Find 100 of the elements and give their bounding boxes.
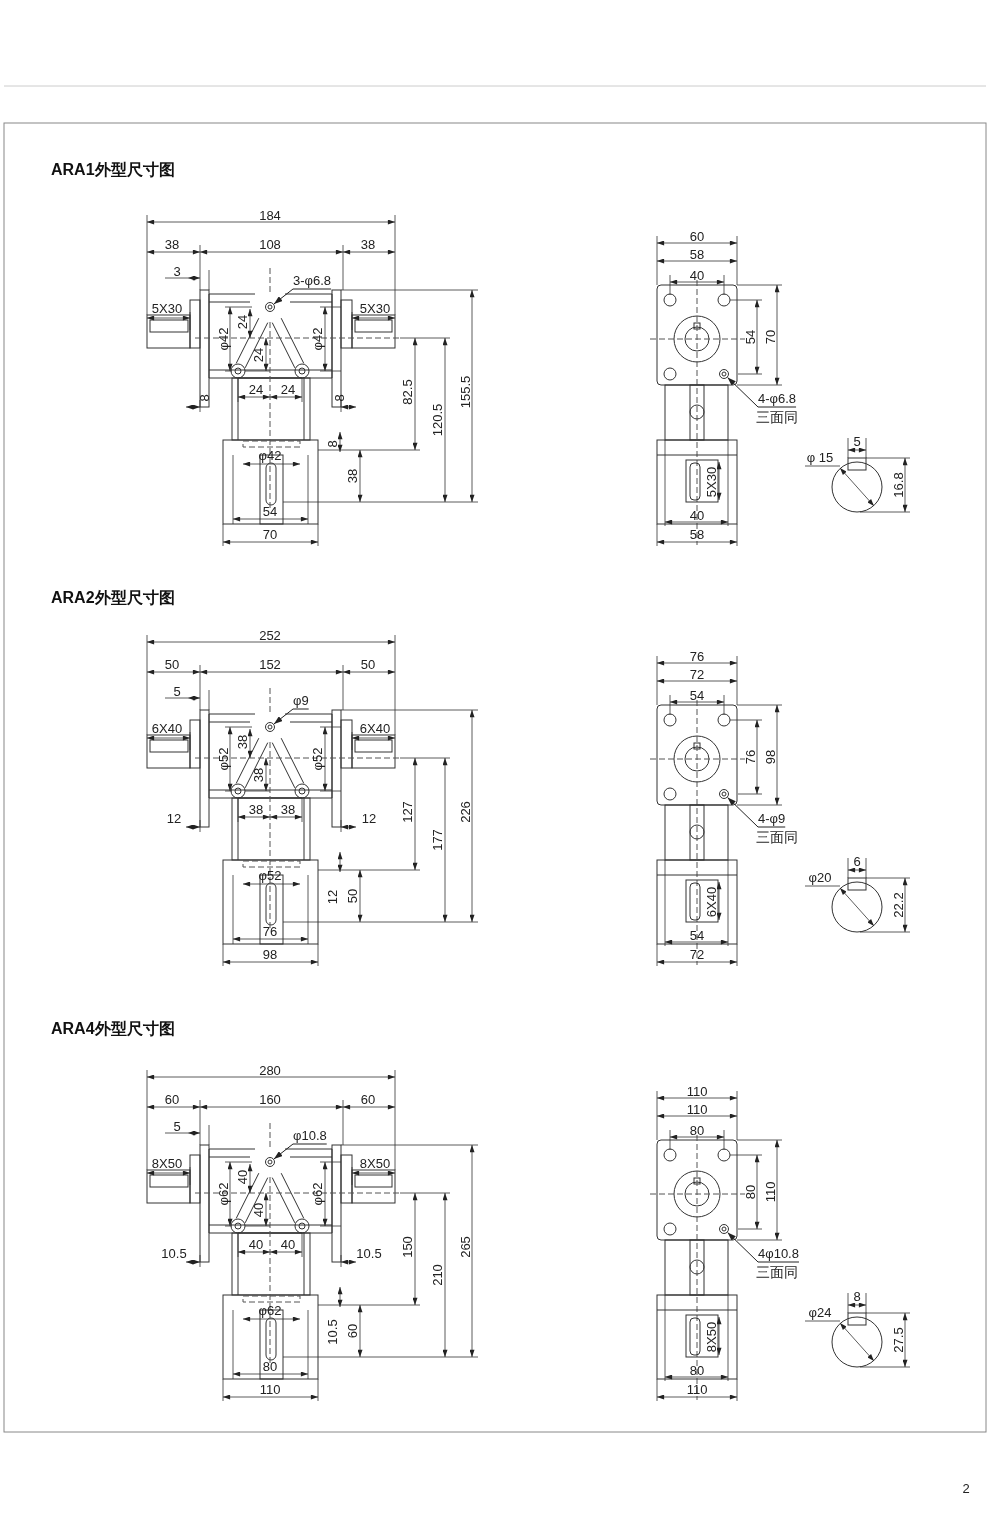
dimension-value: 110 xyxy=(259,1382,281,1396)
dimension-value: 72 xyxy=(689,667,705,681)
hole-spec-text: φ9 xyxy=(293,693,309,708)
dimension-value: 184 xyxy=(259,208,281,222)
section-title: ARA1外型尺寸图 xyxy=(51,162,175,178)
section-title: ARA4外型尺寸图 xyxy=(51,1021,175,1037)
dimension-value: 60 xyxy=(360,1092,376,1106)
hole-spec-text: 4-φ6.8 xyxy=(758,391,797,406)
hole-spec-text: φ10.8 xyxy=(293,1128,327,1143)
dimension-value: 110 xyxy=(686,1084,708,1098)
dimension-value: 38 xyxy=(280,802,296,816)
dimension-value: 70 xyxy=(262,527,278,541)
dimension-value: 80 xyxy=(743,1184,757,1200)
dimension-value: 80 xyxy=(689,1363,705,1377)
dimension-value: 5X30 xyxy=(704,466,718,498)
dimension-value: 24 xyxy=(248,382,264,396)
dimension-value: 8 xyxy=(853,1289,861,1303)
dimension-value: 155.5 xyxy=(458,375,472,409)
dimension-value: φ62 xyxy=(216,1182,230,1206)
dimension-value: 38 xyxy=(345,468,359,484)
note-text: 三面同 xyxy=(756,1265,798,1279)
hole-spec-text: 4φ10.8 xyxy=(758,1246,799,1261)
dimension-value: 210 xyxy=(430,1264,444,1286)
dimension-value: 98 xyxy=(262,947,278,961)
dimension-value: 38 xyxy=(164,237,180,251)
dimension-value: 10.5 xyxy=(161,1246,187,1260)
dimension-value: 50 xyxy=(164,657,180,671)
dimension-value: 110 xyxy=(686,1382,708,1396)
dimension-value: φ62 xyxy=(310,1182,324,1206)
dimension-value: 5 xyxy=(173,684,181,698)
mounting-hole xyxy=(265,1157,275,1167)
dimension-value: 58 xyxy=(689,527,705,541)
mounting-hole xyxy=(719,369,729,379)
dimension-value: 54 xyxy=(689,928,705,942)
dimension-value: φ20 xyxy=(808,870,832,884)
dimension-value: 108 xyxy=(259,237,281,251)
dimension-value: 12 xyxy=(325,889,339,905)
dimension-value: 8 xyxy=(325,440,339,448)
mounting-hole xyxy=(719,1224,729,1234)
dimension-value: 70 xyxy=(763,329,777,345)
dimension-value: 72 xyxy=(689,947,705,961)
dimension-value: 280 xyxy=(259,1063,281,1077)
dimension-value: 8X50 xyxy=(151,1156,183,1170)
dimension-value: 5X30 xyxy=(359,301,391,315)
dimension-value: 252 xyxy=(259,628,281,642)
dimension-value: φ52 xyxy=(258,868,282,882)
leader-line xyxy=(727,377,797,408)
dimension-value: 150 xyxy=(400,1236,414,1258)
dimension-value: φ52 xyxy=(310,747,324,771)
dimension-value: 110 xyxy=(763,1181,777,1203)
dimension-value: 24 xyxy=(235,314,249,330)
dimension-value: 10.5 xyxy=(356,1246,382,1260)
dimension-value: 60 xyxy=(164,1092,180,1106)
mounting-hole xyxy=(719,789,729,799)
dimension-value: φ42 xyxy=(258,448,282,462)
dimension-value: 22.2 xyxy=(891,892,905,918)
dimension-value: 6X40 xyxy=(359,721,391,735)
dimension-value: 12 xyxy=(166,811,182,825)
note-text: 三面同 xyxy=(756,410,798,424)
hole-spec-text: 4-φ9 xyxy=(758,811,786,826)
leader-line xyxy=(273,708,310,725)
dimension-value: 50 xyxy=(360,657,376,671)
dimension-value: 40 xyxy=(689,268,705,282)
dimension-value: 40 xyxy=(280,1237,296,1251)
note-text: 三面同 xyxy=(756,830,798,844)
dimension-value: 12 xyxy=(361,811,377,825)
dimension-value: φ42 xyxy=(216,327,230,351)
page-number: 2 xyxy=(962,1481,970,1495)
dimension-value: 40 xyxy=(235,1169,249,1185)
dimension-value: 6 xyxy=(853,854,861,868)
dimension-value: φ52 xyxy=(216,747,230,771)
dimension-value: 60 xyxy=(345,1323,359,1339)
mounting-hole xyxy=(265,302,275,312)
section-title: ARA2外型尺寸图 xyxy=(51,590,175,606)
dimension-value: 76 xyxy=(689,649,705,663)
dimension-value: 58 xyxy=(689,247,705,261)
dimension-value: 10.5 xyxy=(325,1319,339,1345)
dimension-value: 6X40 xyxy=(704,886,718,918)
dimension-value: 8 xyxy=(332,394,346,402)
dimension-value: 38 xyxy=(248,802,264,816)
hole-spec-text: 3-φ6.8 xyxy=(293,273,332,288)
dimension-value: φ24 xyxy=(808,1305,832,1319)
dimension-value: 8X50 xyxy=(359,1156,391,1170)
dimension-value: 54 xyxy=(262,504,278,518)
dimension-value: 76 xyxy=(743,749,757,765)
dimension-value: φ 15 xyxy=(806,450,834,464)
dimension-value: 152 xyxy=(259,657,281,671)
dimension-value: 265 xyxy=(458,1236,472,1258)
dimension-value: 80 xyxy=(689,1123,705,1137)
leader-line xyxy=(727,1232,800,1263)
dimension-value: 5X30 xyxy=(151,301,183,315)
dimension-value: 110 xyxy=(686,1102,708,1116)
dimension-value: 6X40 xyxy=(151,721,183,735)
dimension-value: 120.5 xyxy=(430,403,444,437)
dimension-value: 177 xyxy=(430,829,444,851)
dimension-value: 40 xyxy=(251,1202,265,1218)
dimension-value: 27.5 xyxy=(891,1327,905,1353)
dimension-value: 8 xyxy=(197,394,211,402)
dimension-value: 5 xyxy=(853,434,861,448)
dimension-value: 38 xyxy=(360,237,376,251)
